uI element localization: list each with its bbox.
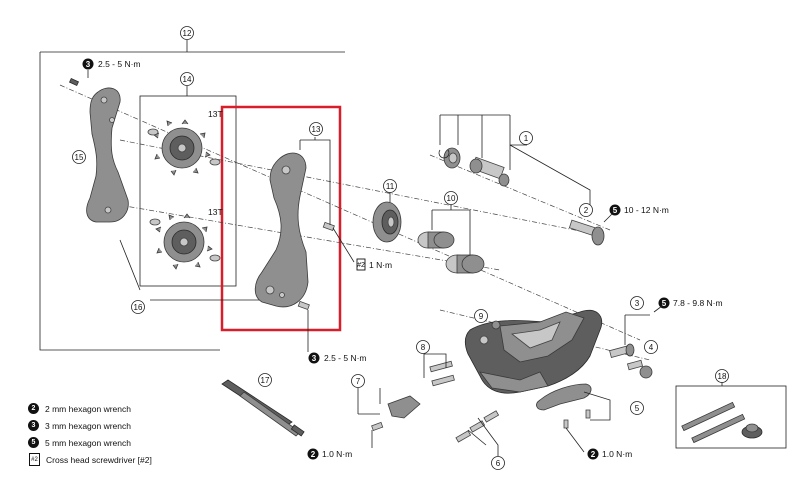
svg-text:2: 2: [311, 450, 316, 459]
b-axle-set-1: [438, 147, 510, 187]
bolt-2: [568, 219, 605, 246]
upper-pulley-teeth: 13T: [208, 109, 223, 119]
svg-text:11: 11: [386, 182, 395, 191]
lower-pulley-14: [149, 213, 221, 270]
tension-disk-11: [372, 201, 402, 243]
assembly-frame-12: [39, 51, 345, 351]
callout-17: 17: [258, 373, 272, 387]
legend-row: 5 5 mm hexagon wrench: [28, 434, 152, 451]
svg-text:4: 4: [649, 343, 654, 352]
svg-text:3: 3: [635, 299, 640, 308]
svg-text:3: 3: [312, 354, 317, 363]
callout-3: 3: [630, 296, 644, 310]
callout-15: 15: [72, 150, 86, 164]
pins-8: [429, 360, 455, 387]
callout-4: 4: [644, 340, 658, 354]
legend-row: #2 Cross head screwdriver [#2]: [28, 451, 152, 468]
hex-wrench-badge-icon: 2: [28, 403, 39, 414]
inner-plate-13: [254, 152, 309, 308]
outer-plate-15: [86, 87, 129, 223]
svg-text:9: 9: [479, 312, 484, 321]
svg-text:5: 5: [635, 404, 640, 413]
spare-box-18: [675, 385, 787, 449]
svg-text:13: 13: [312, 125, 321, 134]
legend-row: 2 2 mm hexagon wrench: [28, 400, 152, 417]
badge-5-bolt: [609, 204, 621, 216]
callout-8: 8: [416, 340, 430, 354]
svg-text:5: 5: [662, 299, 667, 308]
callout-14: 14: [180, 72, 194, 86]
hex-wrench-badge-icon: 5: [28, 437, 39, 448]
svg-text:7: 7: [356, 377, 361, 386]
hex-wrench-badge-icon: 3: [28, 420, 39, 431]
svg-text:12: 12: [183, 29, 192, 38]
svg-text:6: 6: [496, 459, 501, 468]
legend-text: 2 mm hexagon wrench: [45, 403, 131, 414]
screwdriver-icon-pulley: [356, 258, 366, 271]
svg-text:16: 16: [134, 303, 143, 312]
callout-18: 18: [715, 369, 729, 383]
badge-2-left: [307, 448, 319, 460]
callout-16: 16: [131, 300, 145, 314]
svg-text:8: 8: [421, 343, 426, 352]
callout-10: 10: [444, 191, 458, 205]
legend-text: 5 mm hexagon wrench: [45, 437, 131, 448]
badge-3-bottom: [308, 352, 320, 364]
legend-text: 3 mm hexagon wrench: [45, 420, 131, 431]
callout-7: 7: [351, 374, 365, 388]
lower-pulley-teeth: 13T: [208, 207, 223, 217]
badge-3-top: [82, 58, 94, 70]
screws-6: [455, 410, 500, 443]
bushing-10: [417, 231, 485, 274]
torque-adjust: 7.8 - 9.8 N·m: [673, 298, 723, 308]
svg-text:10: 10: [447, 194, 456, 203]
svg-text:17: 17: [261, 376, 270, 385]
svg-text:1: 1: [524, 134, 529, 143]
svg-text:2: 2: [591, 450, 596, 459]
stopper-plate-5: [536, 383, 592, 411]
callout-13: 13: [309, 122, 323, 136]
callout-12: 12: [180, 26, 194, 40]
svg-text:3: 3: [86, 60, 91, 69]
callout-11: 11: [383, 179, 397, 193]
bolt-9: [491, 320, 501, 330]
svg-text:14: 14: [183, 75, 192, 84]
legend-text: Cross head screwdriver [#2]: [46, 454, 152, 465]
svg-text:2: 2: [584, 206, 589, 215]
legend-row: 3 3 mm hexagon wrench: [28, 417, 152, 434]
badge-2-right: [587, 448, 599, 460]
callout-9: 9: [474, 309, 488, 323]
torque-top: 2.5 - 5 N·m: [98, 59, 141, 69]
adjust-screw-3: [609, 343, 635, 358]
torque-bolt2: 10 - 12 N·m: [624, 205, 669, 215]
torque-pulley: 1 N·m: [369, 260, 392, 270]
main-body: [464, 309, 603, 394]
torque-bottom: 2.5 - 5 N·m: [324, 353, 367, 363]
callout-6: 6: [491, 456, 505, 470]
callout-2: 2: [579, 203, 593, 217]
pulley-group-box: [139, 95, 237, 287]
callout-5: 5: [630, 401, 644, 415]
highlight-box-inner-plate: [220, 105, 342, 332]
svg-text:#2: #2: [357, 262, 365, 269]
torque-right: 1.0 N·m: [602, 449, 632, 459]
svg-text:18: 18: [718, 372, 727, 381]
svg-text:5: 5: [613, 206, 618, 215]
callout-1: 1: [519, 131, 533, 145]
tool-17: [221, 379, 305, 437]
tool-legend: 2 2 mm hexagon wrench 3 3 mm hexagon wrench…: [28, 400, 152, 468]
cable-bolt-7: [371, 395, 421, 432]
screwdriver-icon: #2: [29, 453, 40, 466]
torque-left: 1.0 N·m: [322, 449, 352, 459]
upper-pulley-14: [147, 119, 221, 176]
adjust-screw-4: [626, 359, 653, 379]
svg-text:15: 15: [75, 153, 84, 162]
badge-5-adjust: [658, 297, 670, 309]
